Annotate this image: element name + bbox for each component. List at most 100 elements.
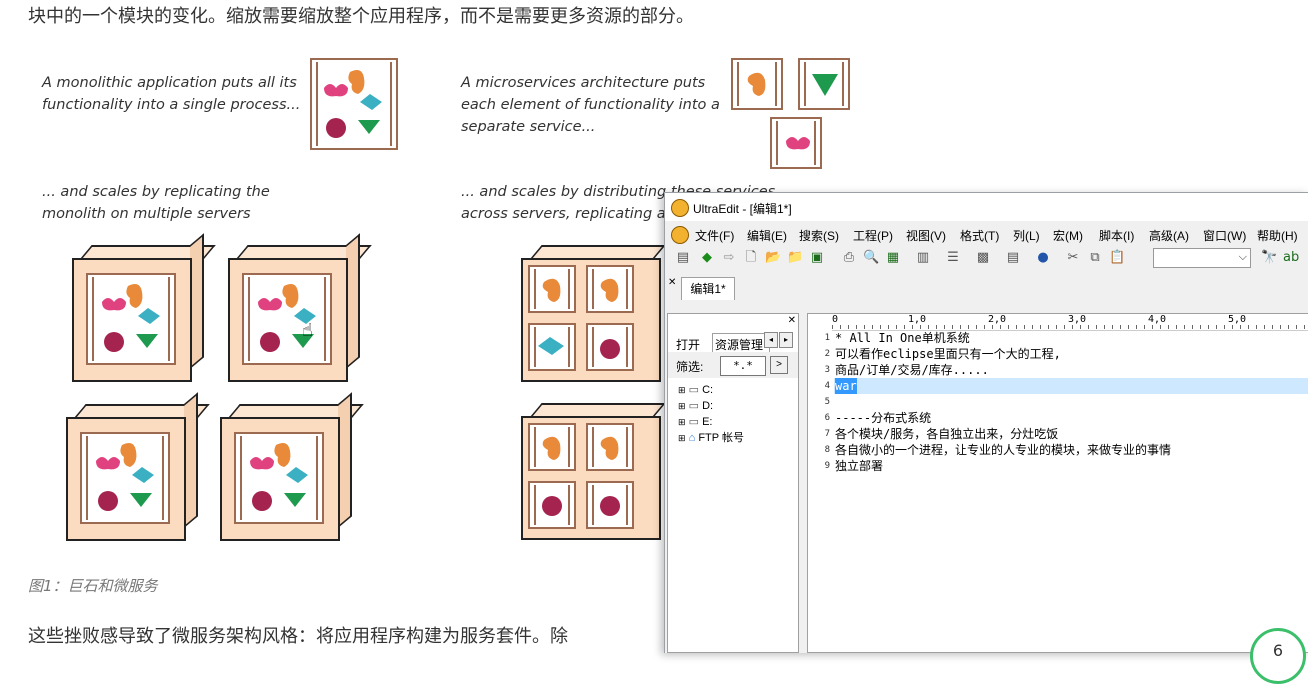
filter-input[interactable]: *.* [720,356,766,376]
browser-icon[interactable]: ● [1037,250,1049,265]
menu-script[interactable]: 脚本(I) [1099,229,1135,243]
micro-caption-line: each element of functionality into a [461,97,720,113]
menu-macro[interactable]: 宏(M) [1053,229,1083,243]
document-icon[interactable]: ▥ [916,250,930,265]
monolith-shapes [324,70,382,138]
open-folder-icon[interactable]: 📂 [765,250,782,265]
code-line[interactable]: * All In One单机系统 [835,331,970,345]
tab-explorer[interactable]: 资源管理 [712,333,770,355]
micro-scale-line: across servers, replicating as n [461,206,688,222]
forward-icon[interactable]: ⇨ [723,250,735,265]
hex-icon[interactable]: ▩ [976,250,990,265]
line-number: 4 [824,381,830,391]
menu-window[interactable]: 窗口(W) [1203,229,1247,243]
service-frame-green [798,58,850,110]
code-line[interactable]: 独立部署 [835,459,884,473]
green-shield [812,74,838,96]
scroll-right-icon[interactable]: ▸ [779,332,793,348]
menu-search[interactable]: 搜索(S) [799,229,839,243]
menu-column[interactable]: 列(L) [1013,229,1040,243]
filter-apply-icon[interactable]: > [770,356,788,374]
menu-advanced[interactable]: 高级(A) [1149,229,1189,243]
print-preview-icon[interactable]: 🔍 [863,250,880,265]
tab-edit1[interactable]: 编辑1* [681,277,735,300]
title-bar[interactable]: UltraEdit - [编辑1*] [665,193,1308,221]
menu-view[interactable]: 视图(V) [906,229,946,243]
drive-tree: ⊞ ▭ C: ⊞ ▭ D: ⊞ ▭ E: ⊞ ⌂ FTP 帐号 [678,382,744,446]
micro-caption-line: separate service... [461,119,596,135]
ultraedit-window[interactable]: UltraEdit - [编辑1*] 文件(F) 编辑(E) 搜索(S) 工程(… [664,192,1308,653]
code-line[interactable]: 各个模块/服务，各自独立出来，分灶吃饭 [835,427,1059,441]
close-panel-icon[interactable]: ✕ [787,315,796,326]
close-tab-icon[interactable]: ✕ [668,277,677,288]
maroon-circle [600,339,620,359]
mono-caption-line: A monolithic application puts all its [42,75,297,91]
monolith-shapes [258,284,316,352]
menu-help[interactable]: 帮助(H) [1257,229,1298,243]
search-combo[interactable]: ⌵ [1153,248,1251,268]
code-line[interactable]: 各自微小的一个进程，让专业的人专业的模块，来做专业的事情 [835,443,1172,457]
print-icon[interactable]: ⎙ [843,250,855,265]
code-line-selected[interactable]: war [835,378,857,394]
cut-icon[interactable]: ✂ [1067,250,1079,265]
tab-open[interactable]: 打开 [676,338,701,352]
ruler-ticks [832,325,1308,329]
list-icon[interactable]: ▤ [1006,250,1020,265]
export-icon[interactable]: ▦ [886,250,900,265]
menu-format[interactable]: 格式(T) [960,229,1000,243]
app-icon [671,199,689,217]
ruler: 0 1,0 2,0 3,0 4,0 5,0 [808,314,1308,331]
save-icon[interactable]: ▣ [810,250,824,265]
scroll-left-icon[interactable]: ◂ [764,332,778,348]
drive-label: E: [702,416,713,428]
progress-badge[interactable]: 6 [1250,628,1306,684]
code-line[interactable]: 商品/订单/交易/库存..... [835,363,989,377]
line-number: 6 [824,413,830,423]
pink-bowtie [786,137,810,150]
monolith-shapes [102,284,160,352]
ruler-mark: 1,0 [908,314,927,325]
new-file-icon[interactable]: 🗋 [745,250,757,265]
ruler-mark: 3,0 [1068,314,1087,325]
replace-icon[interactable]: ab [1283,250,1300,265]
line-number: 3 [824,365,830,375]
drive-e[interactable]: ⊞ ▭ E: [678,416,713,428]
paste-icon[interactable]: 📋 [1109,250,1126,265]
drive-label: D: [702,400,714,412]
find-icon[interactable]: 🔭 [1261,250,1278,265]
ftp-accounts[interactable]: ⊞ ⌂ FTP 帐号 [678,432,744,444]
micro-caption-line: A microservices architecture puts [461,75,706,91]
doc-icon [671,226,689,244]
code-line[interactable]: 可以看作eclipse里面只有一个大的工程, [835,347,1061,361]
article-top-line: 块中的一个模块的变化。缩放需要缩放整个应用程序，而不是需要更多资源的部分。 [28,6,694,27]
properties-icon[interactable]: ▤ [676,250,690,265]
wrap-icon[interactable]: ☰ [947,250,959,265]
copy-icon[interactable]: ⧉ [1090,250,1100,265]
menu-file[interactable]: 文件(F) [695,229,735,243]
line-number: 9 [824,461,830,471]
open-recent-icon[interactable]: 📁 [787,250,804,265]
menu-project[interactable]: 工程(P) [853,229,893,243]
monolith-shapes [96,443,154,511]
code-line[interactable]: -----分布式系统 [835,411,932,425]
maroon-circle [326,118,346,138]
tab-strip: ✕ 编辑1* [665,275,1308,301]
orange-blob [542,278,561,302]
maroon-circle [542,496,562,516]
window-title: UltraEdit - [编辑1*] [693,202,792,216]
line-number: 8 [824,445,830,455]
maroon-circle [600,496,620,516]
line-number-gutter: 1 2 3 4 5 6 7 8 9 [808,330,832,652]
chevron-down-icon[interactable]: ⌵ [1238,250,1247,263]
line-number: 7 [824,429,830,439]
drive-c[interactable]: ⊞ ▭ C: [678,384,714,396]
orange-blob [348,70,365,94]
menu-edit[interactable]: 编辑(E) [747,229,787,243]
editor-pane[interactable]: 0 1,0 2,0 3,0 4,0 5,0 1 2 3 4 5 6 7 8 9 … [807,313,1308,653]
orange-blob [600,278,619,302]
back-icon[interactable]: ◆ [702,250,712,265]
monolith-shapes [250,443,308,511]
orange-blob [542,436,561,460]
figure-caption: 图1：巨石和微服务 [28,577,158,595]
drive-d[interactable]: ⊞ ▭ D: [678,400,714,412]
